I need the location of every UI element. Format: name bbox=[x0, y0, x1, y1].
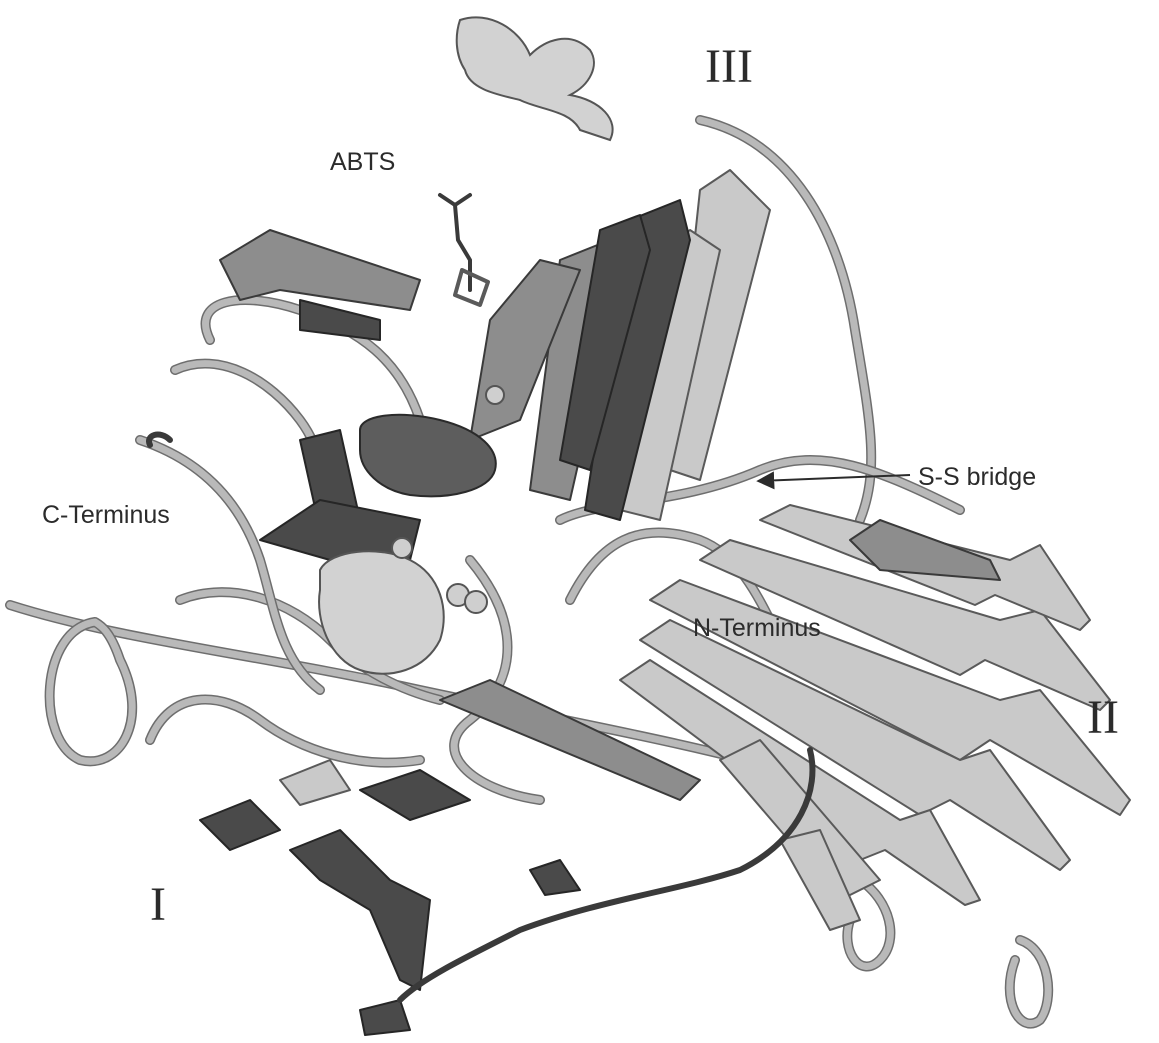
domain-1-label: I bbox=[150, 878, 166, 931]
domain-3-label: III bbox=[705, 40, 753, 93]
c-terminus-label: C-Terminus bbox=[42, 501, 170, 529]
ss-bridge-label: S-S bridge bbox=[918, 463, 1036, 491]
domain-2-sheets bbox=[620, 505, 1130, 930]
n-terminus-label: N-Terminus bbox=[693, 614, 821, 642]
abts-ligand bbox=[440, 195, 488, 305]
domain-2-label: II bbox=[1087, 691, 1119, 744]
abts-label: ABTS bbox=[330, 148, 395, 176]
